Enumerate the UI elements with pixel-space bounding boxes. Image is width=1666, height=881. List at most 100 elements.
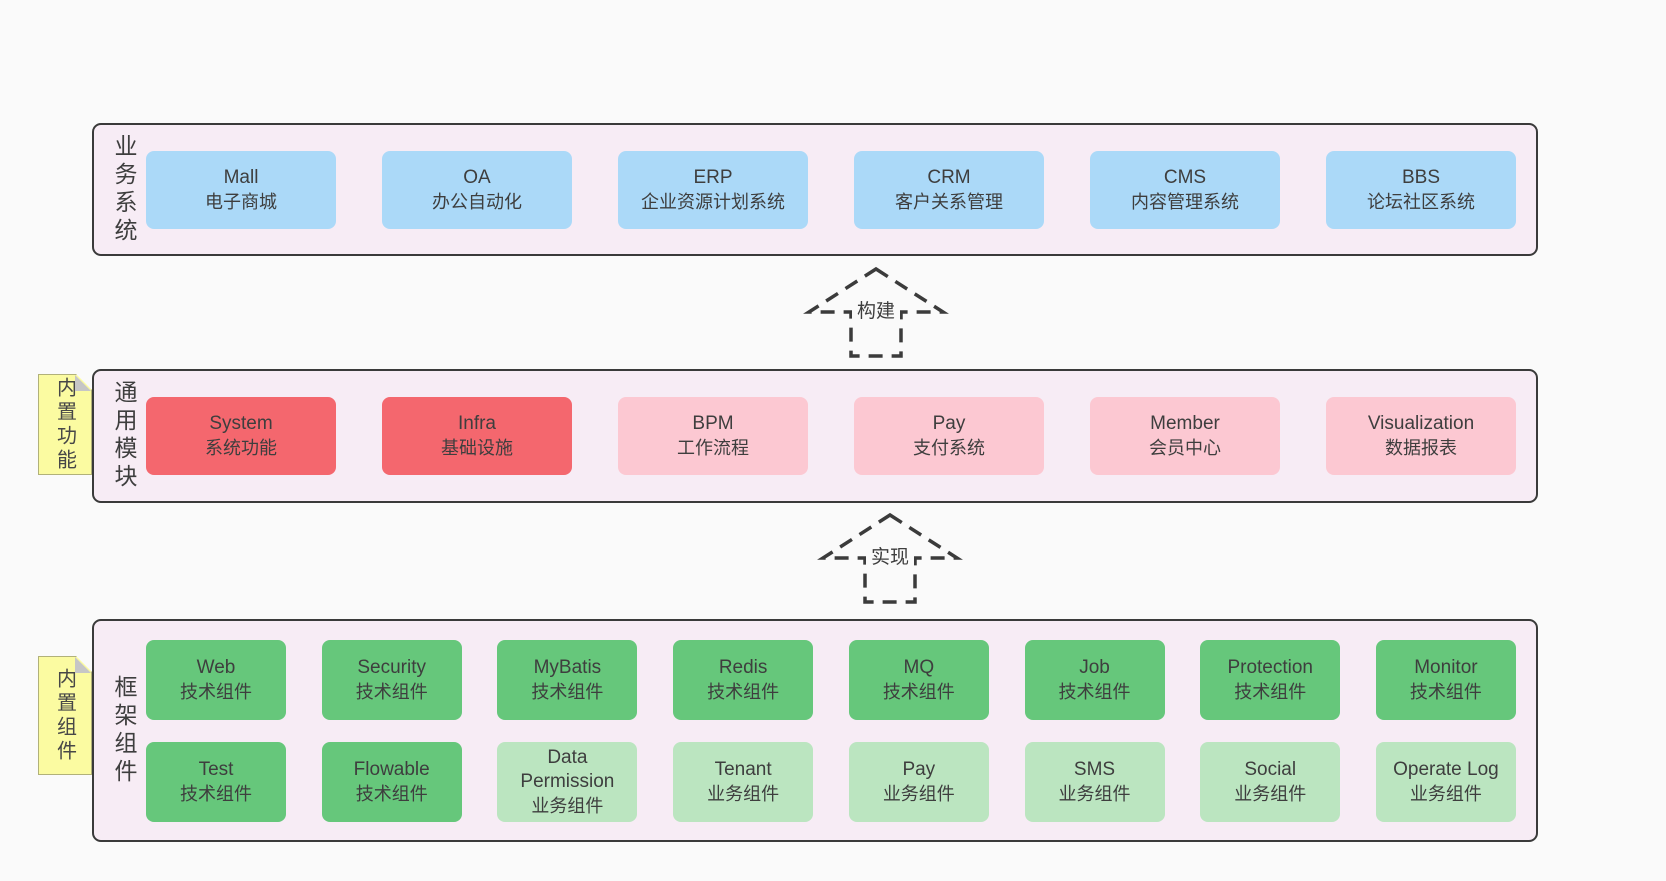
box-subtitle: 技术组件 bbox=[1234, 681, 1307, 702]
box-subtitle: 系统功能 bbox=[205, 438, 277, 458]
box-subtitle: 业务组件 bbox=[1409, 783, 1482, 804]
box-title: Security bbox=[357, 656, 427, 678]
box-subtitle: 业务组件 bbox=[882, 783, 955, 804]
box-bpm: BPM 工作流程 bbox=[618, 397, 808, 475]
box-title: Data Permission bbox=[520, 746, 615, 792]
box-pay-biz: Pay 业务组件 bbox=[848, 741, 989, 822]
panel-business-systems: 业务系统 Mall 电子商城 OA 办公自动化 ERP 企业资源计划系统 CRM… bbox=[92, 123, 1538, 256]
framework-row-2: Test 技术组件 Flowable 技术组件 Data Permission … bbox=[146, 741, 1516, 822]
box-subtitle: 业务组件 bbox=[707, 783, 780, 804]
box-subtitle: 论坛社区系统 bbox=[1367, 191, 1475, 212]
implement-arrow-label: 实现 bbox=[871, 546, 909, 568]
box-subtitle: 企业资源计划系统 bbox=[641, 191, 785, 212]
box-subtitle: 技术组件 bbox=[707, 681, 780, 702]
box-title: CRM bbox=[927, 166, 971, 188]
build-arrow: 构建 bbox=[803, 266, 949, 358]
box-subtitle: 业务组件 bbox=[1234, 783, 1307, 804]
box-system: System 系统功能 bbox=[146, 397, 336, 475]
box-subtitle: 会员中心 bbox=[1149, 438, 1221, 458]
box-mall: Mall 电子商城 bbox=[146, 150, 336, 229]
panel-framework-label: 框架组件 bbox=[111, 674, 137, 787]
box-subtitle: 业务组件 bbox=[531, 795, 604, 816]
box-mybatis: MyBatis 技术组件 bbox=[497, 639, 638, 720]
box-subtitle: 技术组件 bbox=[1409, 681, 1482, 702]
sticky-note-text: 内置组件 bbox=[53, 667, 76, 764]
box-title: Tenant bbox=[714, 758, 772, 780]
box-oa: OA 办公自动化 bbox=[382, 150, 572, 229]
build-arrow-label: 构建 bbox=[857, 300, 895, 322]
box-title: MyBatis bbox=[533, 656, 602, 678]
implement-arrow-outline bbox=[817, 512, 963, 604]
box-bbs: BBS 论坛社区系统 bbox=[1326, 150, 1516, 229]
box-subtitle: 工作流程 bbox=[677, 438, 749, 458]
box-redis: Redis 技术组件 bbox=[673, 639, 814, 720]
framework-row-1: Web 技术组件 Security 技术组件 MyBatis 技术组件 Redi… bbox=[146, 639, 1516, 720]
box-subtitle: 内容管理系统 bbox=[1131, 191, 1239, 212]
box-subtitle: 客户关系管理 bbox=[895, 191, 1003, 212]
sticky-note-text: 内置功能 bbox=[53, 376, 76, 473]
box-social: Social 业务组件 bbox=[1200, 741, 1341, 822]
box-pay: Pay 支付系统 bbox=[854, 397, 1044, 475]
box-member: Member 会员中心 bbox=[1090, 397, 1280, 475]
box-infra: Infra 基础设施 bbox=[382, 397, 572, 475]
box-security: Security 技术组件 bbox=[321, 639, 462, 720]
sticky-note-fold bbox=[75, 657, 91, 673]
business-box-row: Mall 电子商城 OA 办公自动化 ERP 企业资源计划系统 CRM 客户关系… bbox=[146, 125, 1516, 254]
box-title: Pay bbox=[902, 758, 936, 780]
box-flowable: Flowable 技术组件 bbox=[321, 741, 462, 822]
box-title: Test bbox=[198, 758, 234, 780]
box-subtitle: 技术组件 bbox=[355, 783, 428, 804]
box-title: Protection bbox=[1227, 656, 1313, 678]
box-title: Member bbox=[1150, 413, 1220, 434]
box-title: SMS bbox=[1073, 758, 1116, 780]
implement-arrow: 实现 bbox=[817, 512, 963, 604]
box-title: BBS bbox=[1401, 166, 1441, 188]
box-subtitle: 技术组件 bbox=[1058, 681, 1131, 702]
box-operate-log: Operate Log 业务组件 bbox=[1375, 741, 1516, 822]
box-title: Web bbox=[196, 656, 236, 678]
box-subtitle: 技术组件 bbox=[355, 681, 428, 702]
box-title: Visualization bbox=[1367, 413, 1475, 434]
box-erp: ERP 企业资源计划系统 bbox=[618, 150, 808, 229]
framework-box-grid: Web 技术组件 Security 技术组件 MyBatis 技术组件 Redi… bbox=[146, 621, 1516, 840]
box-protection: Protection 技术组件 bbox=[1200, 639, 1341, 720]
panel-business-label: 业务系统 bbox=[111, 133, 137, 246]
sticky-note-built-in-components: 内置组件 bbox=[38, 656, 92, 775]
box-title: Monitor bbox=[1414, 656, 1478, 678]
box-title: OA bbox=[463, 166, 491, 188]
box-cms: CMS 内容管理系统 bbox=[1090, 150, 1280, 229]
box-title: Flowable bbox=[353, 758, 430, 780]
build-arrow-label-bg bbox=[852, 294, 900, 327]
box-subtitle: 技术组件 bbox=[882, 681, 955, 702]
box-title: MQ bbox=[903, 656, 935, 678]
box-subtitle: 数据报表 bbox=[1385, 438, 1457, 458]
implement-arrow-label-bg bbox=[866, 540, 914, 573]
box-subtitle: 技术组件 bbox=[180, 681, 252, 702]
build-arrow-outline bbox=[803, 266, 949, 358]
box-data-permission: Data Permission 业务组件 bbox=[497, 741, 638, 822]
box-subtitle: 电子商城 bbox=[205, 191, 277, 212]
box-visualization: Visualization 数据报表 bbox=[1326, 397, 1516, 475]
box-subtitle: 技术组件 bbox=[531, 681, 604, 702]
box-title: Social bbox=[1244, 758, 1297, 780]
box-monitor: Monitor 技术组件 bbox=[1375, 639, 1516, 720]
box-test: Test 技术组件 bbox=[146, 741, 286, 822]
panel-common-modules: 通用模块 System 系统功能 Infra 基础设施 BPM 工作流程 Pay… bbox=[92, 369, 1538, 503]
panel-common-label: 通用模块 bbox=[111, 380, 137, 492]
box-job: Job 技术组件 bbox=[1024, 639, 1165, 720]
box-title: Redis bbox=[718, 656, 768, 678]
box-title: CMS bbox=[1163, 166, 1207, 188]
box-title: ERP bbox=[693, 166, 733, 188]
box-subtitle: 办公自动化 bbox=[432, 191, 522, 212]
box-title: Job bbox=[1079, 656, 1110, 678]
box-title: System bbox=[209, 413, 273, 434]
box-subtitle: 基础设施 bbox=[441, 438, 513, 458]
box-mq: MQ 技术组件 bbox=[848, 639, 989, 720]
box-crm: CRM 客户关系管理 bbox=[854, 150, 1044, 229]
panel-framework-components: 框架组件 Web 技术组件 Security 技术组件 MyBatis 技术组件… bbox=[92, 619, 1538, 842]
box-subtitle: 业务组件 bbox=[1058, 783, 1131, 804]
box-title: Infra bbox=[457, 413, 497, 434]
box-title: Operate Log bbox=[1393, 758, 1499, 780]
box-tenant: Tenant 业务组件 bbox=[673, 741, 814, 822]
